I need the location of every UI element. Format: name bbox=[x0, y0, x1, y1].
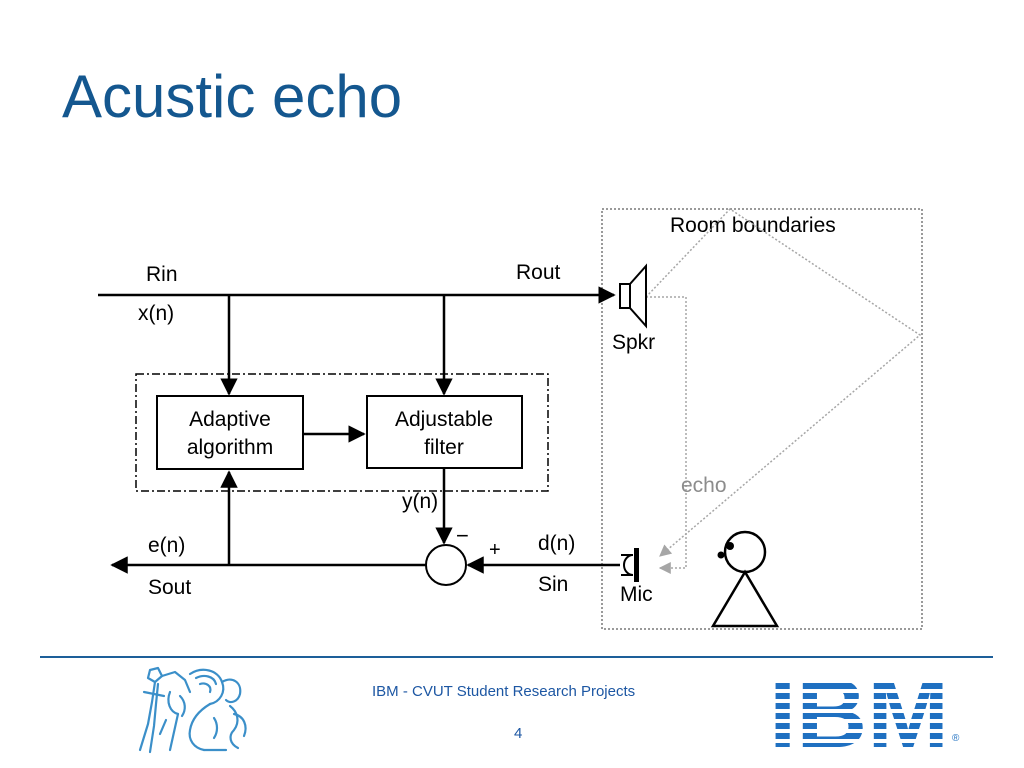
ibm-logo: IBM bbox=[769, 673, 949, 747]
xn-label: x(n) bbox=[138, 302, 174, 325]
ibm-registered-mark: ® bbox=[952, 733, 960, 744]
slide-title: Acustic echo bbox=[62, 63, 403, 130]
adjustable-filter-block bbox=[366, 395, 523, 469]
footer-divider bbox=[40, 656, 993, 658]
sout-label: Sout bbox=[148, 576, 191, 599]
cvut-lion-logo bbox=[138, 666, 247, 754]
echo-canceller-diagram: Room boundaries echo Rin x(n) Rout Spkr … bbox=[98, 208, 923, 630]
en-label: e(n) bbox=[148, 534, 185, 557]
rin-label: Rin bbox=[146, 263, 178, 286]
page-number: 4 bbox=[514, 725, 523, 742]
sin-label: Sin bbox=[538, 573, 568, 596]
rout-label: Rout bbox=[516, 261, 561, 284]
room-boundary-box bbox=[601, 208, 923, 630]
microphone-icon bbox=[621, 548, 639, 582]
footer-caption: IBM - CVUT Student Research Projects bbox=[372, 683, 636, 700]
filter-label-line2: filter bbox=[424, 436, 464, 459]
dn-label: d(n) bbox=[538, 532, 575, 555]
canceller-enclosure bbox=[135, 373, 549, 492]
plus-sign: + bbox=[489, 539, 501, 561]
yn-label: y(n) bbox=[402, 490, 438, 513]
summing-junction bbox=[425, 544, 467, 586]
spkr-label: Spkr bbox=[612, 331, 655, 354]
room-boundaries-label: Room boundaries bbox=[670, 214, 836, 237]
speaker-icon bbox=[619, 263, 647, 329]
adaptive-label-line2: algorithm bbox=[187, 436, 273, 459]
mic-label: Mic bbox=[620, 583, 653, 606]
echo-path-reflection bbox=[645, 208, 922, 557]
filter-label-line1: Adjustable bbox=[395, 408, 493, 431]
echo-label: echo bbox=[681, 474, 727, 497]
echo-path-direct bbox=[646, 296, 687, 574]
person-icon bbox=[710, 530, 780, 628]
svg-text:IBM: IBM bbox=[769, 673, 949, 747]
adaptive-label-line1: Adaptive bbox=[189, 408, 271, 431]
adaptive-algorithm-block bbox=[156, 395, 304, 470]
minus-sign: − bbox=[456, 523, 469, 548]
